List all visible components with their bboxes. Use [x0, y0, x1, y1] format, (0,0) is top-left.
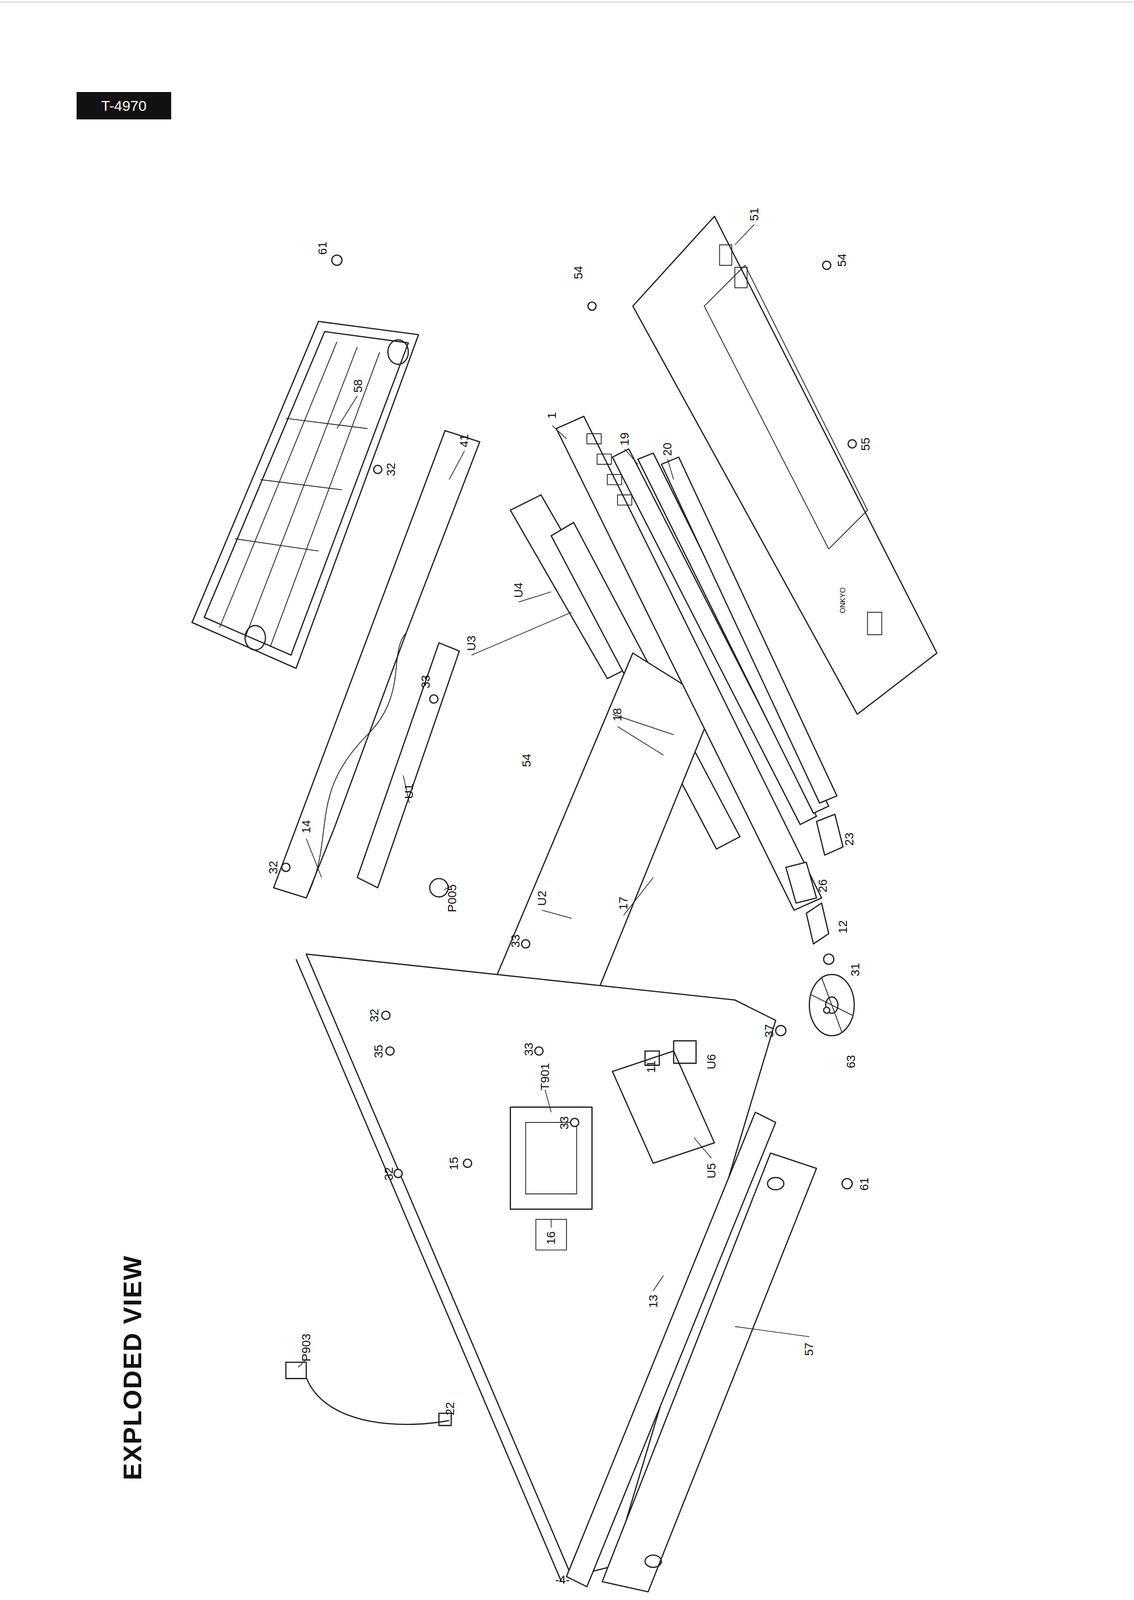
callout-number: 33	[419, 675, 432, 689]
callout-number: 23	[843, 832, 856, 846]
callout-number: 32	[368, 1009, 381, 1023]
callout-number: U1	[403, 783, 416, 799]
callout-number: U2	[536, 890, 549, 906]
callout-number: 33	[509, 934, 522, 948]
callout-number: 57	[803, 1342, 816, 1357]
callout-number: 37	[763, 1024, 776, 1038]
callout-number: 63	[845, 1054, 858, 1069]
callout-number: 58	[352, 379, 365, 393]
callout-number: 15	[448, 1157, 461, 1171]
callout-number: 17	[617, 896, 630, 910]
callout-number: U5	[705, 1163, 718, 1179]
model-badge: T-4970	[76, 92, 172, 120]
callout-number: 33	[558, 1116, 571, 1130]
page-number: -4-	[555, 1573, 570, 1586]
callout-number: 11	[645, 1060, 658, 1073]
callout-number: 32	[267, 860, 280, 875]
callout-number: 20	[661, 442, 674, 456]
callout-number: 22	[444, 1401, 457, 1416]
callout-number: 14	[300, 819, 313, 834]
callout-number: U3	[465, 635, 478, 651]
callout-number: 33	[522, 1042, 535, 1056]
callout-number: 54	[572, 265, 585, 280]
callout-number: U6	[705, 1053, 718, 1070]
callout-number: T901	[539, 1063, 552, 1091]
model-number: T-4970	[101, 97, 147, 115]
callout-number: 32	[385, 463, 398, 477]
callout-number: 26	[816, 879, 829, 893]
callout-number: 19	[618, 432, 631, 446]
callout-number: 61	[316, 241, 329, 255]
callout-number: P005	[446, 884, 459, 912]
callout-number: U4	[512, 582, 525, 598]
callout-number: 54	[520, 753, 533, 767]
callout-number: 12	[837, 920, 850, 934]
callout-number: 35	[372, 1044, 385, 1058]
callout-number: 16	[545, 1231, 558, 1245]
callout-number: 18	[611, 707, 624, 722]
callout-number: P903	[300, 1333, 313, 1362]
callout-number: 1	[546, 412, 559, 419]
callout-number: 55	[859, 437, 872, 451]
callout-number: ONKYO	[839, 587, 847, 614]
callout-number: 31	[849, 962, 862, 977]
callout-number: 13	[647, 1294, 660, 1309]
callout-number: 41	[458, 434, 471, 448]
callout-number: 54	[836, 253, 849, 268]
callout-number: 32	[382, 1166, 395, 1181]
callout-number: 51	[748, 207, 761, 221]
callout-number: 61	[858, 1177, 871, 1191]
page-title: EXPLODED VIEW	[119, 1255, 146, 1481]
